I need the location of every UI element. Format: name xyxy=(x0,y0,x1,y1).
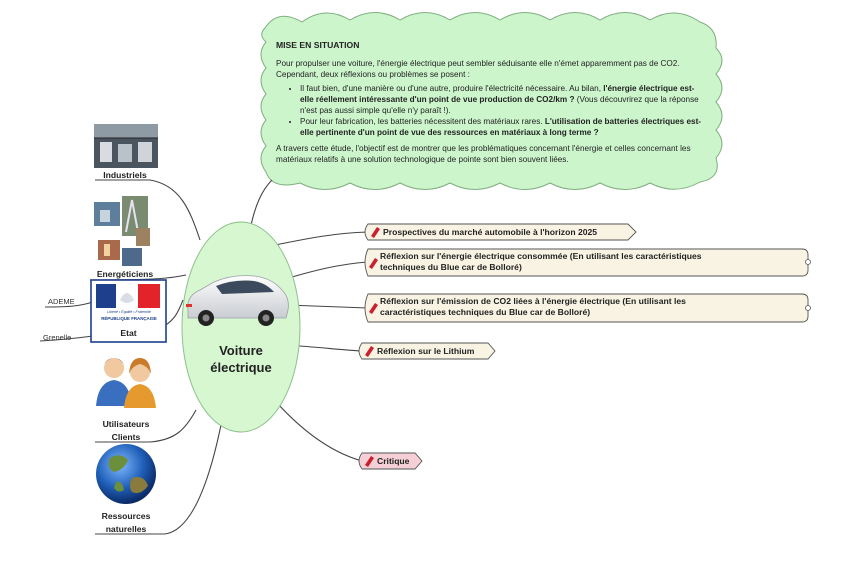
topic-1-label: Prospectives du marché automobile à l'ho… xyxy=(383,227,598,237)
connector-topic-2 xyxy=(281,261,369,281)
ressources-label: Ressources naturelles xyxy=(88,510,164,536)
users-image xyxy=(96,358,156,408)
connector-callout xyxy=(249,179,273,231)
central-line-1: Voiture xyxy=(219,343,263,358)
callout-intro: Pour propulser une voiture, l'énergie él… xyxy=(276,59,680,79)
bullet-2-question: L'utilisation de batteries électriques e… xyxy=(300,117,702,137)
central-node-label: Voiture électrique xyxy=(182,342,300,376)
utilisateurs-label: Utilisateurs Clients xyxy=(88,418,164,444)
topic-3-collapse-icon[interactable] xyxy=(805,305,811,311)
topic-4[interactable] xyxy=(358,342,496,360)
central-line-2: électrique xyxy=(210,360,272,375)
utilisateurs-line-1: Utilisateurs xyxy=(102,419,150,429)
bullet-1-text: Il faut bien, d'une manière ou d'une aut… xyxy=(300,84,604,93)
topic-4-label: Réflexion sur le Lithium xyxy=(377,346,475,356)
marker-icon xyxy=(365,227,380,467)
topic-5-label: Critique xyxy=(377,456,410,466)
energeticiens-label: Energéticiens xyxy=(96,269,154,279)
republique-francaise-logo xyxy=(90,279,167,343)
topic-2-label: Réflexion sur l'énergie électrique conso… xyxy=(380,251,702,273)
utilisateurs-line-2: Clients xyxy=(111,432,141,442)
logo-motto: Liberté • Égalité • Fraternité xyxy=(107,310,151,314)
situation-callout: MISE EN SITUATION Pour propulser une voi… xyxy=(276,40,706,165)
energy-collage-image xyxy=(94,196,150,266)
callout-bullet-2: Pour leur fabrication, les batteries néc… xyxy=(300,116,706,138)
topic-3-line-2: caractéristiques techniques du Blue car … xyxy=(380,307,591,317)
callout-title: MISE EN SITUATION xyxy=(276,40,360,50)
logo-country: RÉPUBLIQUE FRANÇAISE xyxy=(101,316,157,321)
connector-industriels xyxy=(95,179,201,241)
connector-topic-1 xyxy=(274,231,369,246)
topic-3-line-1: Réflexion sur l'émission de CO2 liées à … xyxy=(380,296,686,306)
topic-3-label: Réflexion sur l'émission de CO2 liées à … xyxy=(380,296,686,318)
bullet-2-text: Pour leur fabrication, les batteries néc… xyxy=(300,117,545,126)
grenelle-label: Grenelle xyxy=(43,333,72,342)
electric-car-image xyxy=(186,275,289,326)
ressources-line-2: naturelles xyxy=(105,524,147,534)
central-node[interactable] xyxy=(181,221,301,433)
situation-callout-shape xyxy=(260,12,723,190)
callout-conclusion: A travers cette étude, l'objectif est de… xyxy=(276,144,691,164)
topic-3[interactable] xyxy=(364,293,809,323)
factory-image xyxy=(94,124,158,168)
topic-2-collapse-icon[interactable] xyxy=(805,259,811,265)
ademe-label: ADEME xyxy=(48,297,75,306)
topic-2[interactable] xyxy=(364,248,809,277)
industriels-label: Industriels xyxy=(103,170,147,180)
bullet-1-question: l'énergie électrique est-elle réellement… xyxy=(300,84,695,104)
callout-bullet-list: Il faut bien, d'une manière ou d'une aut… xyxy=(276,83,706,138)
bullet-1-tail: (Vous découvrirez que la réponse n'est p… xyxy=(300,95,699,115)
callout-bullet-1: Il faut bien, d'une manière ou d'une aut… xyxy=(300,83,706,116)
earth-image xyxy=(96,444,156,504)
topic-5[interactable] xyxy=(358,452,423,470)
connector-grenelle xyxy=(39,335,94,342)
ressources-line-1: Ressources xyxy=(101,511,151,521)
connector-ademe xyxy=(44,301,94,308)
topic-2-line-2: techniques du Blue car de Bolloré) xyxy=(380,262,522,272)
etat-label: Etat xyxy=(120,328,137,338)
connector-ressources xyxy=(95,419,223,535)
topic-1[interactable] xyxy=(364,223,637,241)
topic-2-line-1: Réflexion sur l'énergie électrique conso… xyxy=(380,251,702,261)
connector-utilisateurs xyxy=(95,409,197,443)
connector-topic-5 xyxy=(269,394,363,462)
